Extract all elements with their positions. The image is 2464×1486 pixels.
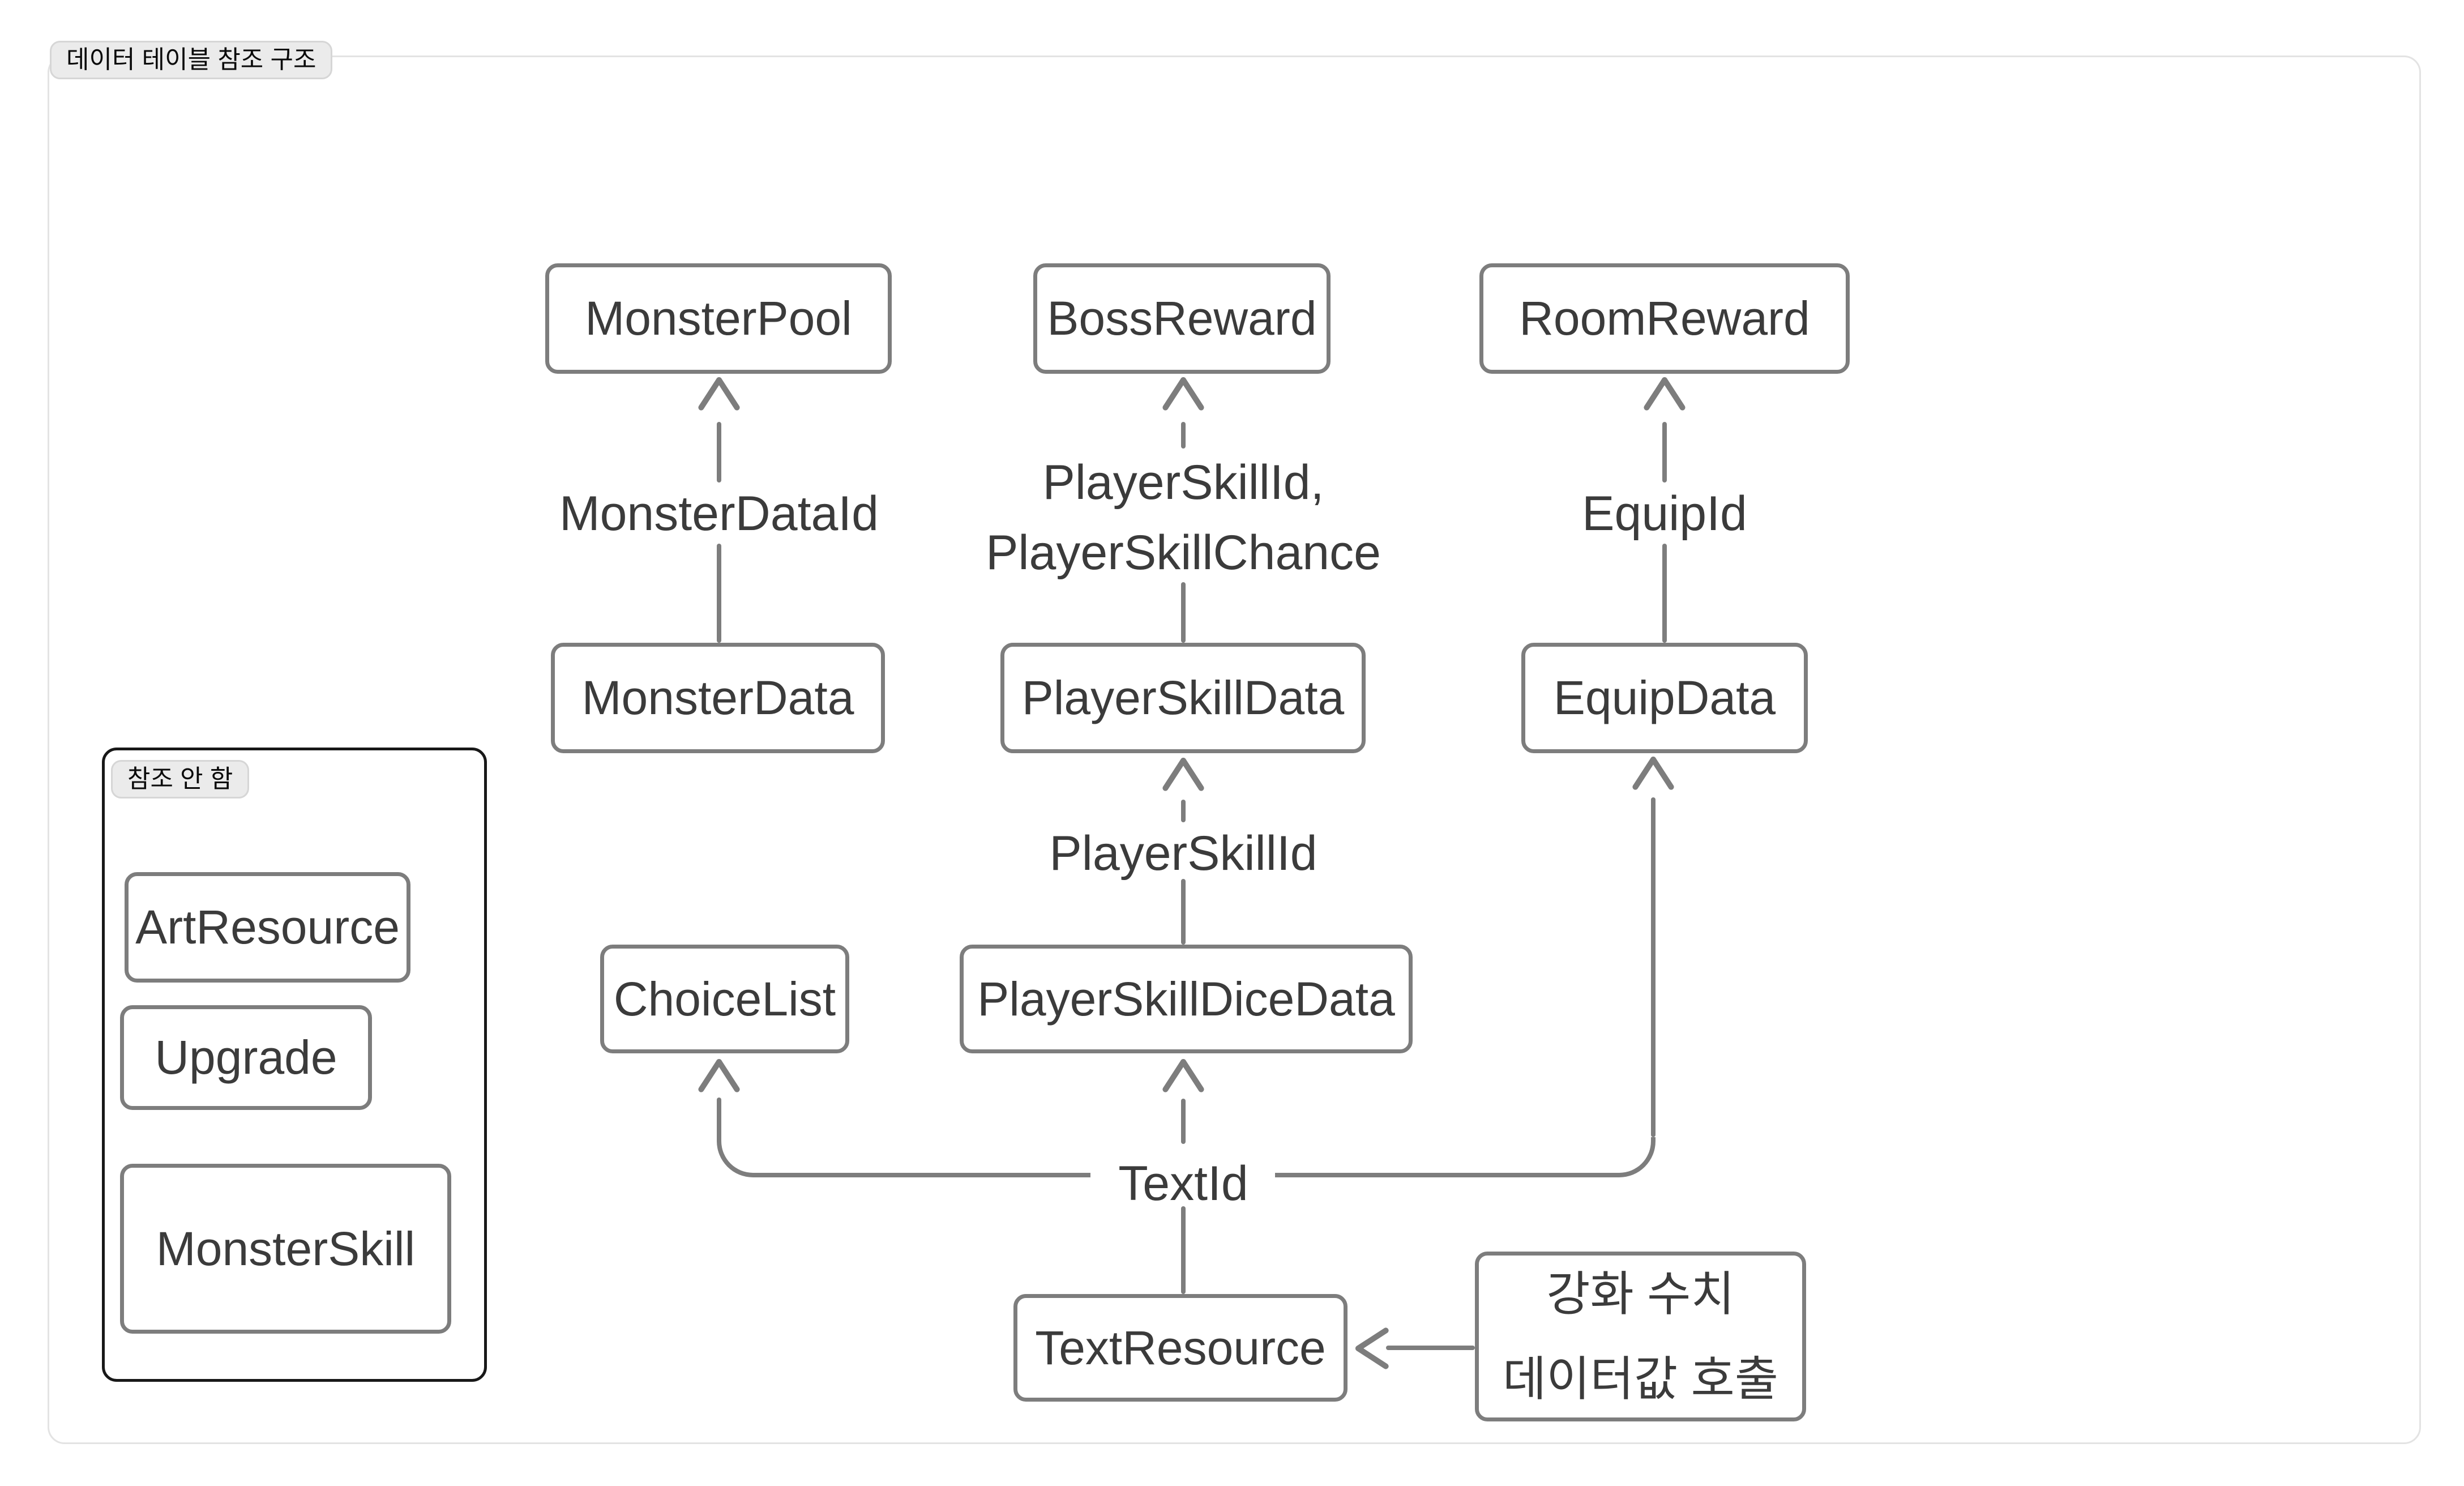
arrowhead-player-skill-data bbox=[1161, 757, 1206, 794]
edge-monster-data-monster-pool-lower bbox=[717, 544, 721, 643]
edge-equip-data-room-reward-lower bbox=[1662, 544, 1667, 643]
node-upgrade-label: Upgrade bbox=[155, 1031, 337, 1084]
node-monster-data-label: MonsterData bbox=[581, 671, 854, 724]
node-art-resource[interactable]: ArtResource bbox=[125, 872, 410, 983]
edge-text-id-choice-list-corner bbox=[717, 1137, 1090, 1177]
edge-dice-player-skill-upper bbox=[1181, 800, 1186, 822]
edge-label-monster-data-id: MonsterDataId bbox=[559, 486, 879, 541]
node-text-resource-label: TextResource bbox=[1035, 1321, 1326, 1374]
node-boss-reward-label: BossReward bbox=[1047, 292, 1317, 345]
diagram-title-badge: 데이터 테이블 참조 구조 bbox=[50, 41, 333, 79]
node-player-skill-data-label: PlayerSkillData bbox=[1021, 671, 1345, 724]
arrowhead-monster-pool bbox=[696, 376, 742, 413]
edge-text-id-dice-vertical bbox=[1181, 1099, 1186, 1144]
node-enhance-note-line1: 강화 수치 bbox=[1546, 1267, 1735, 1321]
arrowhead-choice-list bbox=[696, 1058, 742, 1095]
node-choice-list[interactable]: ChoiceList bbox=[600, 945, 849, 1053]
node-choice-list-label: ChoiceList bbox=[613, 972, 836, 1026]
edge-equip-data-room-reward-upper bbox=[1662, 422, 1667, 482]
edge-label-equip-id: EquipId bbox=[1582, 486, 1747, 541]
edge-player-skill-data-boss-reward-upper bbox=[1181, 422, 1186, 449]
edge-player-skill-data-boss-reward-lower bbox=[1181, 582, 1186, 643]
node-monster-data[interactable]: MonsterData bbox=[551, 643, 885, 753]
arrowhead-room-reward bbox=[1642, 376, 1687, 413]
edge-text-id-equip-data-corner bbox=[1275, 1137, 1656, 1177]
edge-label-player-skill-id-chance-line1: PlayerSkillId, bbox=[1042, 455, 1324, 510]
node-room-reward[interactable]: RoomReward bbox=[1479, 263, 1850, 374]
group-not-referenced-badge: 참조 안 함 bbox=[111, 760, 250, 798]
node-equip-data[interactable]: EquipData bbox=[1521, 643, 1808, 753]
node-room-reward-label: RoomReward bbox=[1519, 292, 1810, 345]
node-monster-skill-label: MonsterSkill bbox=[156, 1222, 416, 1275]
edge-label-player-skill-id: PlayerSkillId bbox=[1049, 826, 1317, 881]
edge-label-player-skill-id-chance: PlayerSkillId, PlayerSkillChance bbox=[900, 447, 1466, 588]
node-monster-skill[interactable]: MonsterSkill bbox=[120, 1164, 451, 1334]
edge-text-resource-text-id bbox=[1181, 1206, 1186, 1294]
node-art-resource-label: ArtResource bbox=[135, 900, 400, 954]
node-text-resource[interactable]: TextResource bbox=[1013, 1294, 1348, 1402]
edge-label-player-skill-id-chance-line2: PlayerSkillChance bbox=[986, 526, 1381, 580]
arrowhead-boss-reward bbox=[1161, 376, 1206, 413]
node-player-skill-dice-data[interactable]: PlayerSkillDiceData bbox=[960, 945, 1413, 1053]
arrowhead-player-skill-dice-data bbox=[1161, 1058, 1206, 1095]
edge-dice-player-skill-lower bbox=[1181, 879, 1186, 945]
node-monster-pool[interactable]: MonsterPool bbox=[545, 263, 892, 374]
edge-note-text-resource-line bbox=[1386, 1346, 1475, 1350]
edge-monster-data-monster-pool-upper bbox=[717, 422, 721, 482]
node-player-skill-dice-data-label: PlayerSkillDiceData bbox=[977, 972, 1395, 1026]
node-monster-pool-label: MonsterPool bbox=[585, 292, 852, 345]
node-enhance-note-line2: 데이터값 호출 bbox=[1502, 1352, 1779, 1406]
node-enhance-note[interactable]: 강화 수치 데이터값 호출 bbox=[1475, 1252, 1806, 1421]
node-upgrade[interactable]: Upgrade bbox=[120, 1005, 372, 1110]
node-equip-data-label: EquipData bbox=[1553, 671, 1776, 724]
arrowhead-equip-data bbox=[1631, 755, 1676, 793]
node-boss-reward[interactable]: BossReward bbox=[1033, 263, 1331, 374]
edge-text-id-equip-data-vertical bbox=[1651, 797, 1656, 1137]
edge-label-text-id: TextId bbox=[1118, 1156, 1248, 1211]
edge-text-id-choice-list-vertical bbox=[717, 1098, 721, 1139]
node-player-skill-data[interactable]: PlayerSkillData bbox=[1000, 643, 1366, 753]
